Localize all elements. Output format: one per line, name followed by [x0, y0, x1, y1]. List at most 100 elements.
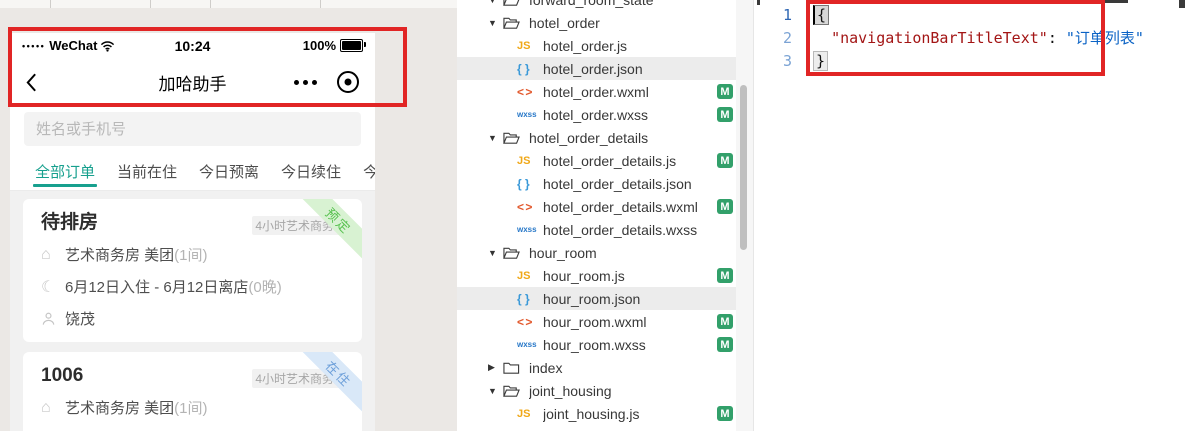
tree-row[interactable]: JS hotel_order.js	[457, 34, 753, 57]
guest-row: 饶茂	[41, 308, 344, 329]
chevron-icon: ▼	[488, 18, 503, 28]
room-count: (1间)	[174, 244, 207, 265]
line-code: {	[792, 6, 829, 24]
phone-screen: ••••• WeChat 10:24 100%	[10, 33, 375, 431]
more-menu-icon[interactable]	[294, 80, 317, 85]
tree-row[interactable]: { } hotel_order_details.json	[457, 172, 753, 195]
tree-row-label: hotel_order	[529, 15, 753, 31]
order-tab[interactable]: 今	[363, 152, 375, 190]
order-card[interactable]: 在住 1006 4小时艺术商务房 ⌂ 艺术商务房 美团 (1间) ☾ 6月12日…	[23, 352, 362, 431]
tree-row[interactable]: JS hour_room.js M	[457, 264, 753, 287]
tree-row-label: index	[529, 360, 753, 376]
nights-count: (0晚)	[248, 276, 281, 297]
file-explorer: ▼ forward_room_state ▼ hotel_order JS ho…	[457, 0, 753, 431]
back-icon[interactable]	[26, 73, 37, 92]
tree-row-label: hotel_order_details.json	[543, 176, 753, 192]
tree-row[interactable]: < > hotel_order_details.wxml M	[457, 195, 753, 218]
js-file-icon: JS	[517, 155, 543, 167]
modified-badge: M	[717, 314, 733, 329]
tree-row-label: hour_room	[529, 245, 753, 261]
order-tab[interactable]: 当前在住	[117, 152, 177, 190]
toolbar-divider	[210, 0, 211, 8]
open-folder-icon	[503, 0, 529, 7]
room-row: ⌂ 艺术商务房 美团 (1间)	[41, 397, 344, 418]
tree-row[interactable]: JS joint_housing.js M	[457, 402, 753, 425]
stay-dates: 6月12日入住 - 6月12日离店	[65, 276, 248, 297]
code-editor[interactable]: 1 { 2 "navigationBarTitleText": "订单列表" 3…	[753, 0, 1197, 431]
tree-row[interactable]: { } hour_room.json	[457, 287, 753, 310]
chevron-icon: ▼	[488, 0, 503, 5]
wxss-file-icon: wxss	[517, 225, 543, 234]
token-value: "订单列表"	[1066, 29, 1144, 47]
tree-row[interactable]: wxss hour_room.wxss M	[457, 333, 753, 356]
tree-row-label: hour_room.wxss	[543, 337, 717, 353]
line-number: 2	[754, 29, 792, 47]
tree-row[interactable]: wxss hotel_order_details.wxss	[457, 218, 753, 241]
order-tabs: 全部订单当前在住今日预离今日续住今	[10, 152, 375, 191]
order-tab[interactable]: 今日续住	[281, 152, 341, 190]
wxss-file-icon: wxss	[517, 110, 543, 119]
clipped-tab-text	[890, 0, 935, 3]
tree-row[interactable]: < > hour_room.wxml M	[457, 310, 753, 333]
open-folder-icon	[503, 384, 529, 398]
tree-row[interactable]: ▼ forward_room_state	[457, 0, 753, 11]
moon-icon: ☾	[41, 277, 65, 297]
wifi-icon	[100, 40, 115, 52]
room-count: (1间)	[174, 397, 207, 418]
battery-percent: 100%	[303, 38, 336, 53]
clipped-tab-text	[988, 0, 1033, 3]
tree-row[interactable]: < > hotel_order.wxml M	[457, 80, 753, 103]
open-folder-icon	[503, 246, 529, 260]
order-tab[interactable]: 今日预离	[199, 152, 259, 190]
tree-row-label: hotel_order_details	[529, 130, 753, 146]
room-name: 艺术商务房 美团	[65, 244, 174, 265]
code-line: 2 "navigationBarTitleText": "订单列表"	[754, 26, 1197, 49]
tree-row-label: hotel_order.js	[543, 38, 753, 54]
wxss-file-icon: wxss	[517, 340, 543, 349]
battery-icon	[340, 39, 363, 52]
order-list: 预定 待排房 4小时艺术商务房 ⌂ 艺术商务房 美团 (1间) ☾ 6月12日入…	[10, 191, 375, 431]
clipped-tab-text	[1086, 0, 1128, 3]
wxml-file-icon: < >	[517, 200, 543, 214]
tree-row[interactable]: JS hotel_order_details.js M	[457, 149, 753, 172]
tree-row-label: hotel_order.json	[543, 61, 753, 77]
signal-dots-icon: •••••	[22, 41, 45, 51]
tree-row-label: forward_room_state	[529, 0, 753, 8]
order-card[interactable]: 预定 待排房 4小时艺术商务房 ⌂ 艺术商务房 美团 (1间) ☾ 6月12日入…	[23, 199, 362, 342]
modified-badge: M	[717, 107, 733, 122]
token-bracket: }	[813, 51, 828, 71]
token-plain	[813, 29, 831, 47]
tree-row[interactable]: { } hotel_order.json	[457, 57, 753, 80]
toolbar-divider	[150, 0, 151, 8]
tree-row-label: hotel_order_details.js	[543, 153, 717, 169]
scrollbar-thumb[interactable]	[740, 85, 747, 250]
toolbar-divider	[320, 0, 321, 8]
tree-row[interactable]: ▼ joint_housing	[457, 379, 753, 402]
toolbar-divider	[50, 0, 51, 8]
battery-status: 100%	[303, 38, 363, 53]
capsule-close-icon[interactable]	[337, 71, 359, 93]
tree-row-label: hour_room.js	[543, 268, 717, 284]
line-code: "navigationBarTitleText": "订单列表"	[792, 27, 1144, 48]
status-bar: ••••• WeChat 10:24 100%	[10, 33, 375, 58]
js-file-icon: JS	[517, 408, 543, 420]
chevron-icon: ▼	[488, 386, 503, 396]
tree-row[interactable]: ▼ hour_room	[457, 241, 753, 264]
clipped-tab-text	[1179, 0, 1185, 8]
simulator-panel: ••••• WeChat 10:24 100%	[0, 8, 457, 431]
person-icon	[41, 311, 65, 327]
search-input[interactable]	[24, 112, 361, 146]
order-tab[interactable]: 全部订单	[35, 152, 95, 190]
tree-row[interactable]: ▼ hotel_order_details	[457, 126, 753, 149]
carrier-info: ••••• WeChat	[22, 38, 115, 53]
chevron-icon: ▼	[488, 133, 503, 143]
house-icon: ⌂	[41, 399, 65, 417]
tree-row[interactable]: wxss hotel_order.wxss M	[457, 103, 753, 126]
token-plain: :	[1048, 29, 1066, 47]
tree-row[interactable]: ▶ index	[457, 356, 753, 379]
code-line: 3 }	[754, 49, 1197, 72]
room-row: ⌂ 艺术商务房 美团 (1间)	[41, 244, 344, 265]
modified-badge: M	[717, 268, 733, 283]
tree-row[interactable]: ▼ hotel_order	[457, 11, 753, 34]
